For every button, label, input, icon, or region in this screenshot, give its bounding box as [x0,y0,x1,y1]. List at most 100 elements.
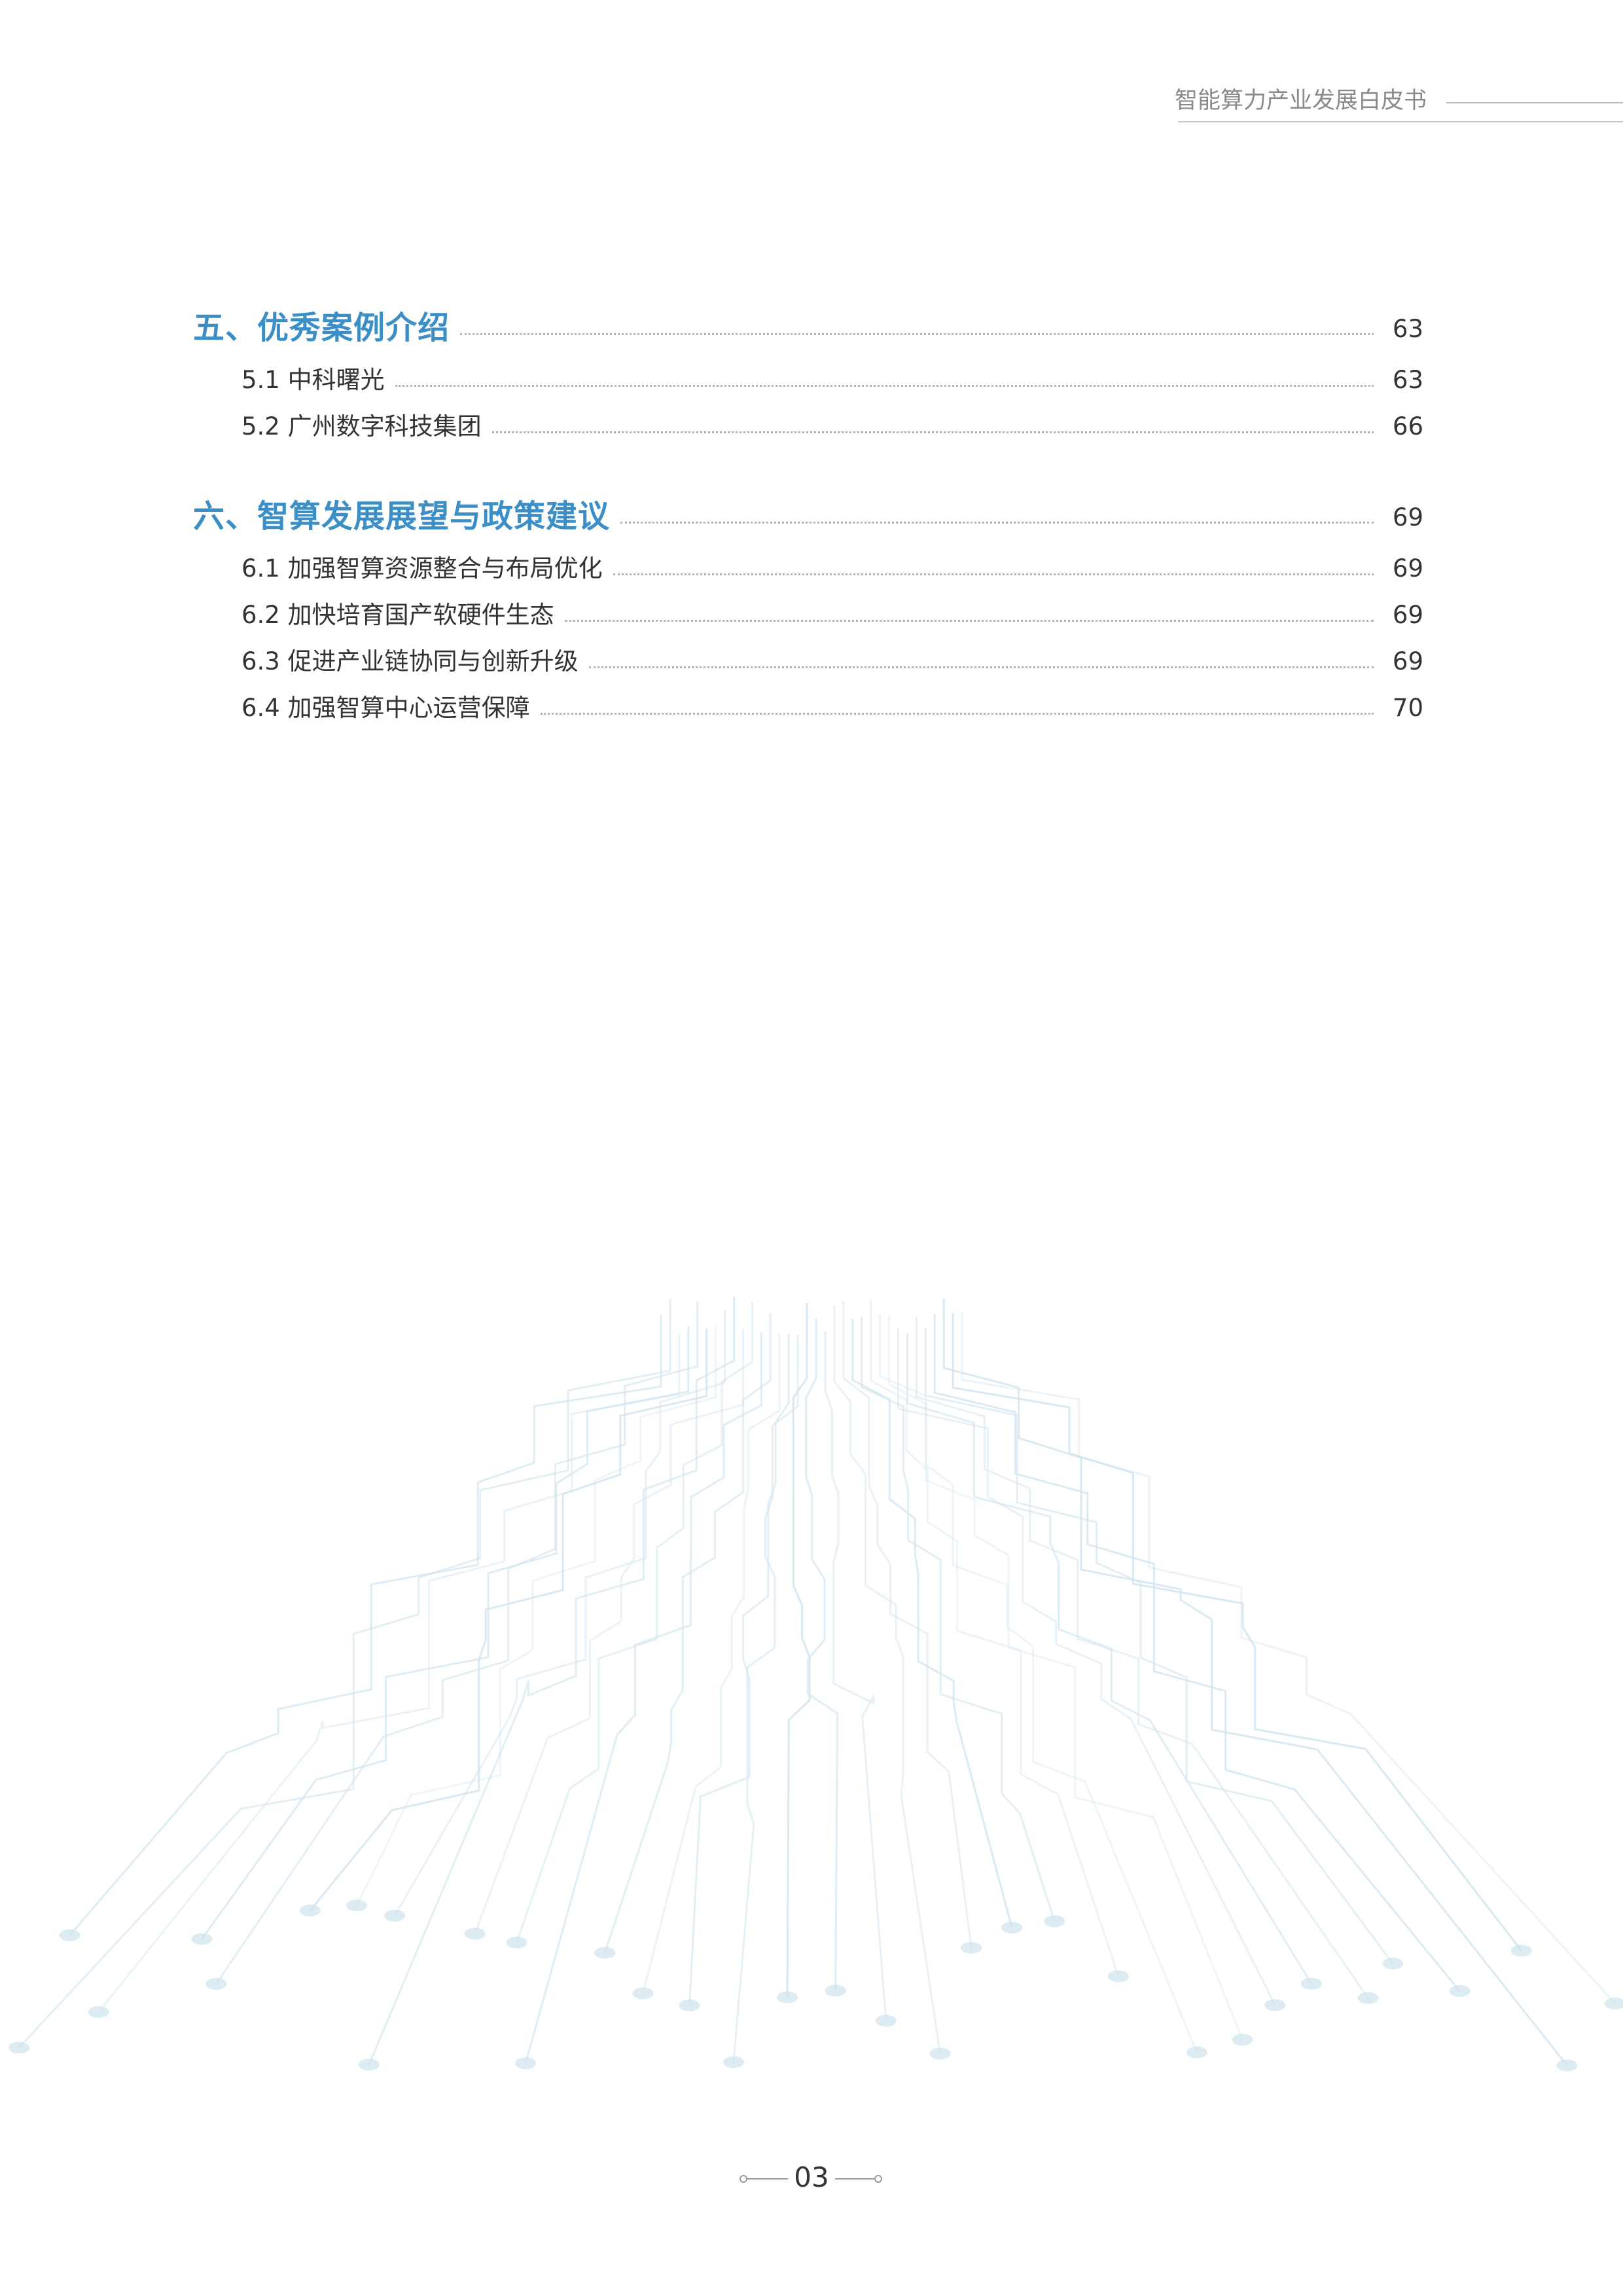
circuit-node [1186,2046,1207,2058]
toc-leader-dots [395,385,1374,387]
circuit-trace [642,1334,781,1994]
circuit-node [1357,1992,1379,2004]
circuit-node [205,1978,227,1990]
circuit-node [632,1987,654,2000]
toc-leader-dots [491,431,1374,433]
toc-entry-label: 6.1 加强智算资源整合与布局优化 [241,554,603,583]
circuit-trace [824,1331,887,2021]
circuit-trace [474,1328,744,1934]
circuit-trace [393,1310,726,1916]
footer-ornament-dot [874,2175,882,2183]
toc-page-number: 69 [1392,554,1423,583]
toc-leader-dots [564,620,1374,622]
circuit-trace [952,1312,1522,1952]
footer-ornament-line [746,2178,788,2179]
circuit-node [506,1936,527,1948]
circuit-trace [201,1326,690,1940]
circuit-node [346,1899,368,1912]
circuit-trace [805,1318,839,1991]
circuit-node [1044,1915,1065,1928]
toc-entry[interactable]: 6.3 促进产业链协同与创新升级 69 [193,634,1423,680]
circuit-node [358,2058,380,2071]
circuit-node [9,2041,30,2054]
circuit-node [929,2047,951,2060]
circuit-node [88,2006,109,2018]
circuit-node [515,2057,537,2070]
circuit-node [722,2056,744,2068]
header-rule [1446,102,1623,103]
toc-page-number: 69 [1392,647,1423,675]
toc-entry[interactable]: 5.1 中科曙光 63 [193,352,1423,399]
table-of-contents: 五、优秀案例介绍 63 5.1 中科曙光 63 5.2 广州数字科技集团 66 … [193,302,1423,772]
toc-page-number: 66 [1392,412,1423,440]
toc-page-number: 69 [1392,601,1423,629]
circuit-trace [688,1334,790,2006]
circuit-board-illustration [9,1297,1623,2072]
circuit-node [679,2000,700,2012]
toc-page-number: 63 [1392,366,1423,394]
toc-heading[interactable]: 六、智算发展展望与政策建议 69 [193,491,1423,538]
circuit-node [1449,1985,1471,1998]
circuit-trace [603,1313,772,1954]
circuit-node [1510,1945,1532,1957]
circuit-trace [879,1314,1198,2053]
toc-entry-label: 5.1 中科曙光 [241,366,385,394]
circuit-node [1232,2034,1253,2046]
toc-entry[interactable]: 6.1 加强智算资源整合与布局优化 69 [193,541,1423,587]
circuit-node [464,1928,486,1940]
circuit-trace [833,1304,942,2054]
circuit-node [825,1984,846,1997]
circuit-trace [69,1315,662,1936]
toc-leader-dots [620,522,1374,524]
toc-heading-label: 六、智算发展展望与政策建议 [193,498,611,535]
document-title: 智能算力产业发展白皮书 [1174,88,1427,114]
toc-leader-dots [540,713,1374,715]
circuit-node [1001,1922,1023,1934]
circuit-node [1604,1998,1623,2010]
toc-section-6: 六、智算发展展望与政策建议 69 6.1 加强智算资源整合与布局优化 69 6.… [193,491,1423,726]
circuit-node [961,1941,982,1954]
running-header: 智能算力产业发展白皮书 [1174,84,1623,123]
footer-ornament-line [835,2178,877,2179]
circuit-trace [924,1328,1394,1964]
toc-entry[interactable]: 5.2 广州数字科技集团 66 [193,399,1423,445]
toc-entry[interactable]: 6.2 加快培育国产软硬件生态 69 [193,587,1423,634]
circuit-node [299,1905,321,1917]
circuit-trace [98,1333,681,2013]
circuit-trace [870,1299,1120,1977]
header-underline [1178,121,1623,122]
toc-entry[interactable]: 6.4 加强智算中心运营保障 70 [193,680,1423,726]
toc-entry-label: 5.2 广州数字科技集团 [241,412,482,440]
circuit-node [59,1929,80,1941]
circuit-trace [786,1303,811,1998]
circuit-node [594,1946,616,1959]
circuit-trace [887,1315,1243,2041]
circuit-trace [18,1299,671,2049]
circuit-trace [961,1312,1616,2005]
toc-entry-label: 6.4 加强智算中心运营保障 [241,694,530,722]
circuit-trace [732,1335,799,2062]
toc-heading[interactable]: 五、优秀案例介绍 63 [193,302,1423,350]
circuit-trace [915,1316,1369,1999]
toc-leader-dots [588,666,1374,668]
circuit-node [1107,1970,1129,1982]
circuit-node [777,1991,798,2003]
circuit-node [1300,1977,1322,1990]
circuit-trace [942,1299,1568,2066]
circuit-trace [842,1301,972,1948]
toc-leader-dots [613,573,1374,575]
circuit-trace [516,1302,753,1943]
circuit-trace [355,1325,717,1906]
toc-page-number: 63 [1392,315,1423,343]
circuit-node [875,2015,897,2027]
circuit-trace [933,1314,1461,1992]
toc-heading-label: 五、优秀案例介绍 [193,310,450,346]
toc-leader-dots [460,333,1374,335]
circuit-trace [215,1301,699,1984]
circuit-node [191,1933,213,1945]
page-number: 03 [794,2161,829,2193]
circuit-node [1382,1958,1404,1970]
circuit-trace [897,1329,1276,2006]
toc-page-number: 70 [1392,694,1423,722]
toc-entry-label: 6.2 加快培育国产软硬件生态 [241,601,554,629]
